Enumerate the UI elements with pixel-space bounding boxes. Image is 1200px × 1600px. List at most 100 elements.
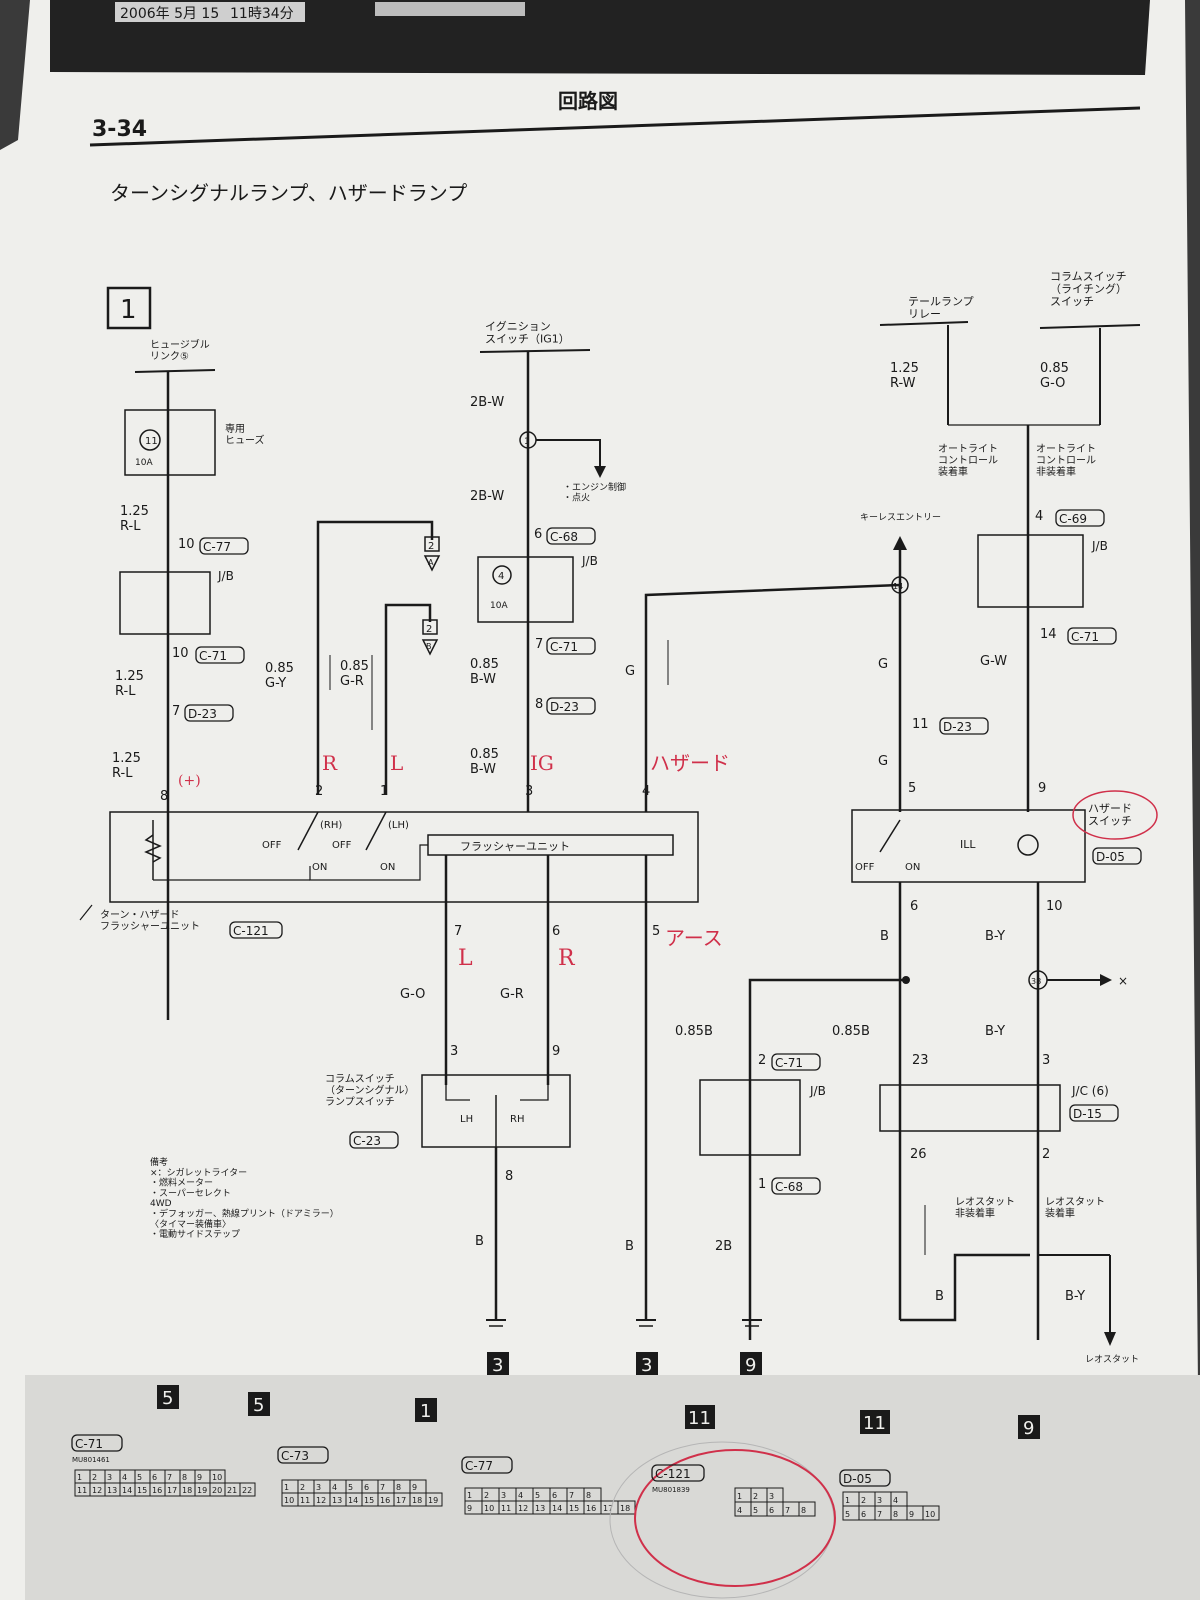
arrow-engine xyxy=(594,466,606,478)
c77-pin: 1 xyxy=(467,1491,472,1500)
c77-pin: 16 xyxy=(586,1504,596,1513)
label-on-1: ON xyxy=(312,862,327,873)
d05-pin: 10 xyxy=(925,1510,935,1519)
wire-b-3: B xyxy=(880,929,889,944)
pin-4: 4 xyxy=(642,784,650,799)
pin-26: 26 xyxy=(910,1147,927,1162)
rheostat-arrow-label: レオスタット xyxy=(1085,1354,1139,1365)
pin-9a: 9 xyxy=(1038,781,1046,796)
conn-c121-badge xyxy=(229,921,283,939)
ref-11b-badge xyxy=(860,1410,890,1434)
conn-d23b-badge xyxy=(546,697,596,715)
ignition-branch: イグニションスイッチ（IG1） 2B-W 1 ・エンジン制御・点火 2B-W 6… xyxy=(470,319,626,812)
auto-light-not: オートライトコントロール非装着車 xyxy=(1036,443,1096,478)
pin-3: 3 xyxy=(525,784,533,799)
hazard-branch: G 4 ハザード xyxy=(625,583,901,812)
splice-b xyxy=(902,976,910,984)
pin-23: 23 xyxy=(912,1053,929,1068)
jb-label-2: J/B xyxy=(581,554,598,568)
fuse-box-11 xyxy=(124,409,216,476)
c73-pin: 12 xyxy=(316,1496,326,1505)
pin-11: 11 xyxy=(912,717,929,732)
ground-3a-badge xyxy=(487,1352,509,1376)
ref-11a-badge xyxy=(685,1405,715,1429)
light-bus xyxy=(1039,324,1141,329)
label-rh-sw: RH xyxy=(510,1114,524,1125)
wire-by-3: B-Y xyxy=(1065,1289,1085,1304)
wire-gr xyxy=(384,603,432,795)
conn-d23c-badge xyxy=(939,717,989,735)
pin-6b: 6 xyxy=(910,899,918,914)
c71-pin: 20 xyxy=(212,1486,222,1495)
stamp-time: 11時34分 xyxy=(230,6,294,22)
pin-6a: 6 xyxy=(534,527,542,542)
c71-pin: 19 xyxy=(197,1486,207,1495)
c73-pin: 2 xyxy=(300,1483,305,1492)
flasher-unit-block: フラッシャーユニット (RH) (LH) OFF OFF ON ON ターン・ハ… xyxy=(79,811,699,939)
ignition-label: イグニションスイッチ（IG1） xyxy=(485,319,570,346)
pin-10b: 10 xyxy=(172,646,189,661)
pin-8b: 8 xyxy=(535,697,543,712)
wire-gr-label: G-R xyxy=(500,987,524,1002)
conn-2b: 2 xyxy=(426,624,432,635)
node-38-label: 38 xyxy=(1031,977,1041,986)
red-circle-hazard xyxy=(1072,790,1158,840)
footer-c121-part: MU801839 xyxy=(652,1486,690,1494)
ref-5b-badge xyxy=(248,1392,270,1416)
flasher-full-label: ターン・ハザードフラッシャーユニット xyxy=(100,909,200,933)
arrow-rheostat xyxy=(1104,1332,1116,1346)
c71-pin: 11 xyxy=(77,1486,87,1495)
fuse-4-10a: 10A xyxy=(490,601,508,611)
c77-pin: 9 xyxy=(467,1504,472,1513)
c71-cell xyxy=(239,1482,256,1497)
fuse-10a: 10A xyxy=(135,458,153,468)
d05-pin: 5 xyxy=(845,1510,850,1519)
hazard-off: OFF xyxy=(855,862,875,873)
c77-pin: 10 xyxy=(484,1504,494,1513)
conn-c121: C-121 xyxy=(233,924,269,938)
header-rule xyxy=(89,106,1141,147)
c71-pin: 10 xyxy=(212,1473,222,1482)
sw-right xyxy=(520,1085,549,1101)
conn-c68a: C-68 xyxy=(550,530,578,544)
switch-common xyxy=(309,844,428,881)
header-band xyxy=(50,0,1150,75)
c73-pin: 7 xyxy=(380,1483,385,1492)
auto-light-equipped: オートライトコントロール装着車 xyxy=(938,443,998,478)
c73-pin: 14 xyxy=(348,1496,358,1505)
c71-pin: 14 xyxy=(122,1486,132,1495)
wire-g-2: G xyxy=(878,657,888,672)
conn-c68a-badge xyxy=(546,527,596,545)
conn-c71d-badge xyxy=(771,1053,821,1071)
c73-pin: 19 xyxy=(428,1496,438,1505)
c73-pin: 11 xyxy=(300,1496,310,1505)
diagram-title: ターンシグナルランプ、ハザードランプ xyxy=(110,181,467,205)
wire-2bw-2: 2B-W xyxy=(470,489,504,504)
bus-line xyxy=(134,369,216,373)
ig-bus xyxy=(479,349,591,353)
d05-pin: 8 xyxy=(893,1510,898,1519)
ref-1-badge xyxy=(415,1398,437,1422)
c77-cell xyxy=(617,1500,636,1515)
arrow-x xyxy=(1100,974,1112,986)
c77-pin: 14 xyxy=(552,1504,562,1513)
pin-14: 14 xyxy=(1040,627,1057,642)
c77-pin: 13 xyxy=(535,1504,545,1513)
pin-9b: 9 xyxy=(552,1044,560,1059)
ill-label: ILL xyxy=(960,838,976,851)
pin-5a: 5 xyxy=(908,781,916,796)
c77-pin: 15 xyxy=(569,1504,579,1513)
ground-3b: 3 xyxy=(641,1355,652,1376)
pin-2c: 2 xyxy=(1042,1147,1050,1162)
c73-pin: 18 xyxy=(412,1496,422,1505)
c73-pin: 13 xyxy=(332,1496,342,1505)
label-lh-sw: LH xyxy=(460,1114,473,1125)
c71-pin: 18 xyxy=(182,1486,192,1495)
d05-pin: 1 xyxy=(845,1496,850,1505)
